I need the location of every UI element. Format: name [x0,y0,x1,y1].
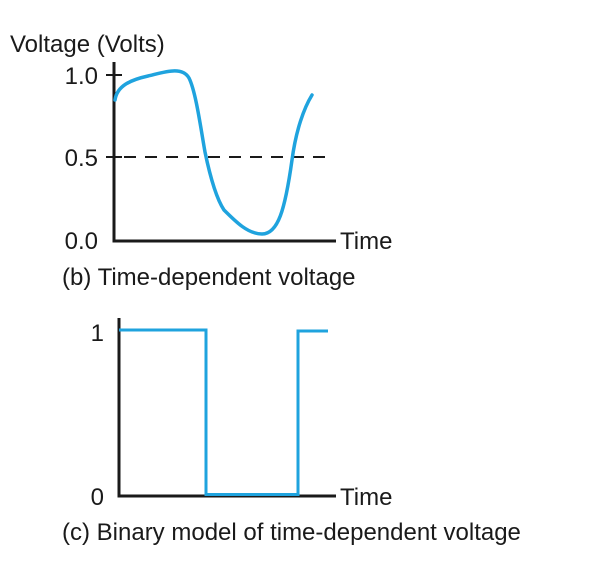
tick-label-0-5: 0.5 [65,145,98,172]
voltage-waveform [113,69,314,236]
caption-b: (b) Time-dependent voltage [62,264,356,291]
tick-label-0-0: 0.0 [65,228,98,255]
binary-waveform [119,328,328,496]
x-axis-label: Time [340,228,392,255]
x-axis-label: Time [340,484,392,511]
tick-label-1-0: 1.0 [65,63,98,90]
diagram-c: 1 0 Time (c) Binary model of time-depend… [62,318,521,546]
caption-c: (c) Binary model of time-dependent volta… [62,519,521,546]
tick-label-0: 0 [91,484,104,511]
tick-label-1: 1 [91,320,104,347]
y-axis-label: Voltage (Volts) [10,31,165,58]
diagram-b: Voltage (Volts) 1.0 0.5 0.0 Time (b) Tim… [10,31,392,291]
